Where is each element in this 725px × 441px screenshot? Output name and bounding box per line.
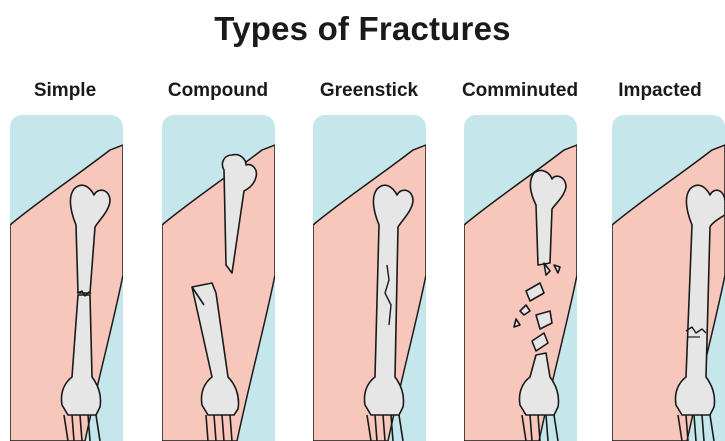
panel-comminuted [464,115,577,441]
label-simple: Simple [0,80,130,102]
panel-greenstick [313,115,426,441]
fracture-labels: Simple Compound Greenstick Comminuted Im… [0,80,725,110]
panel-impacted [612,115,725,441]
label-comminuted: Comminuted [455,80,585,102]
panel-simple [10,115,123,441]
panel-compound [162,115,275,441]
diagram-title: Types of Fractures [0,10,725,48]
label-impacted: Impacted [595,80,725,102]
label-greenstick: Greenstick [304,80,434,102]
label-compound: Compound [153,80,283,102]
